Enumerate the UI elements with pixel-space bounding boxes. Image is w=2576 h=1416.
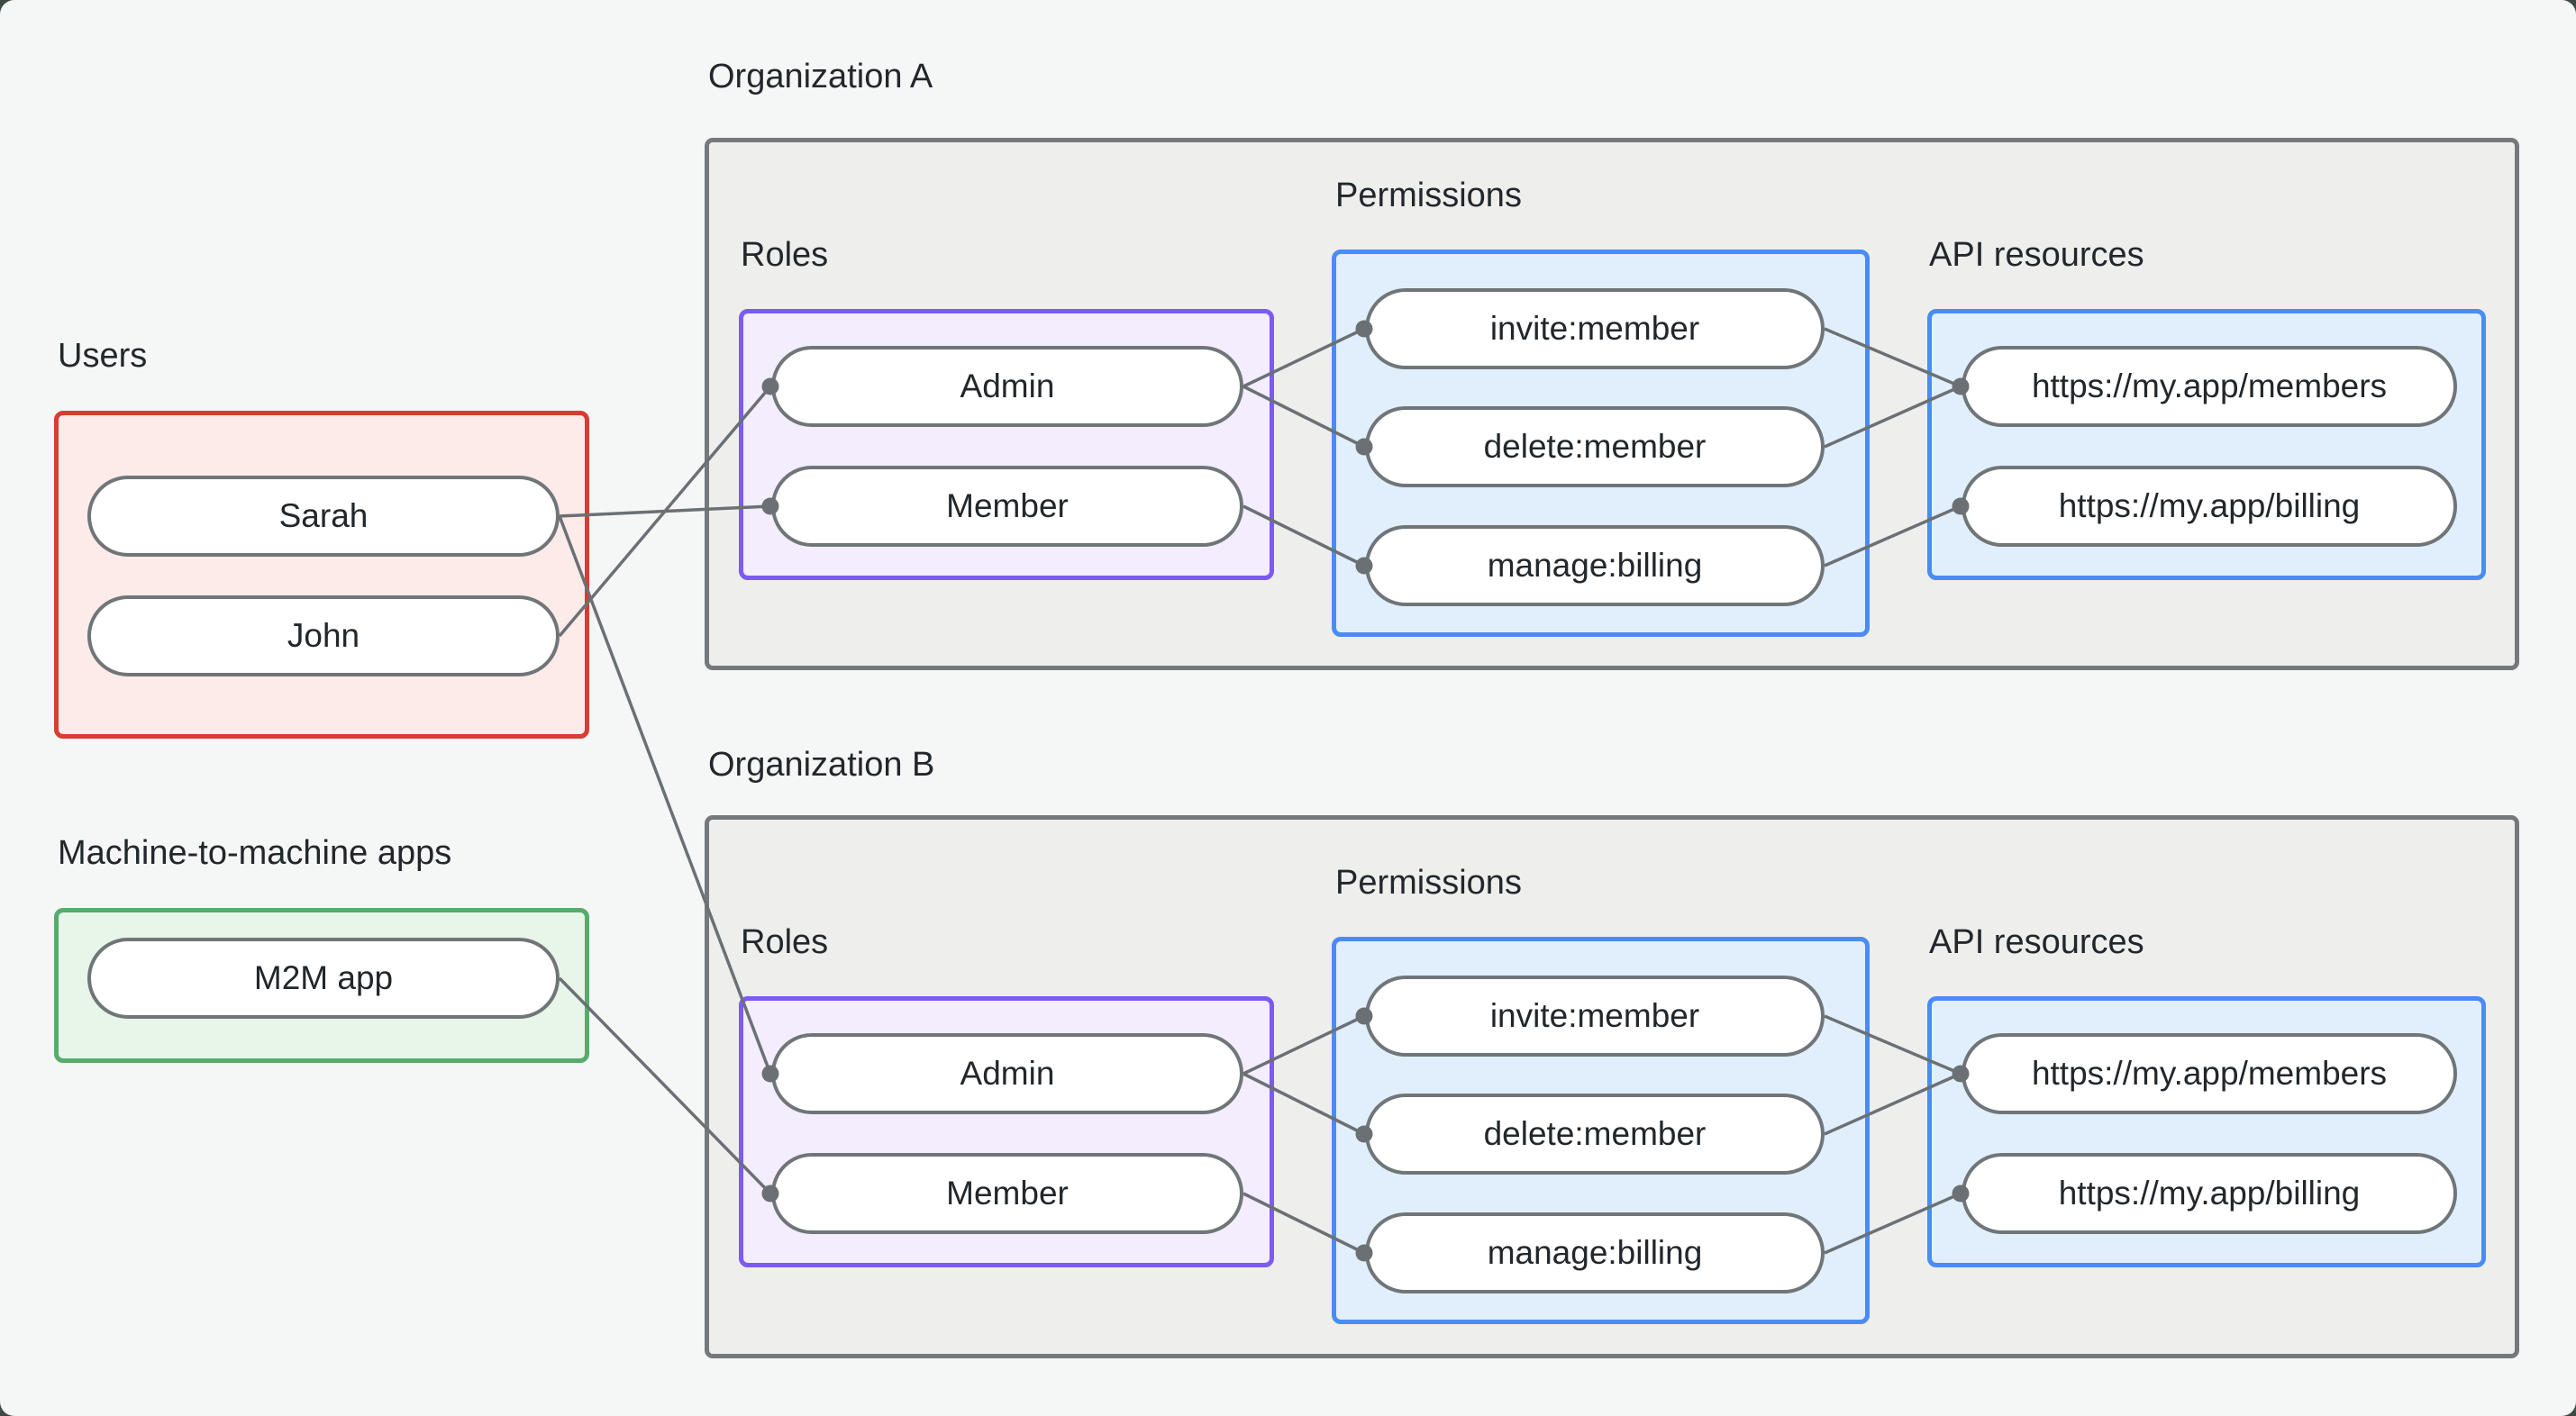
org-b-permission-manage-billing: manage:billing [1365,1212,1825,1293]
org-b-role-member-label: Member [946,1175,1069,1212]
org-a-role-admin-label: Admin [960,368,1055,404]
org-b-api-billing-label: https://my.app/billing [2058,1175,2361,1212]
org-a-permission-delete-member-label: delete:member [1483,428,1707,465]
users-group-label: Users [58,337,148,375]
org-a-role-member-label: Member [946,487,1069,524]
org-b-permission-invite-member-label: invite:member [1489,997,1700,1034]
org-a-api-members-label: https://my.app/members [2031,368,2388,404]
user-node-sarah-label: Sarah [278,497,369,534]
org-a-permissions-label: Permissions [1335,177,1522,214]
m2m-app-node-label: M2M app [253,959,394,996]
org-b-roles-label: Roles [741,923,829,961]
org-b-permission-delete-member: delete:member [1365,1094,1825,1175]
m2m-group-label: Machine-to-machine apps [58,834,452,872]
org-b-api-members: https://my.app/members [1962,1033,2457,1114]
org-a-api-billing-label: https://my.app/billing [2058,487,2361,524]
org-a-api-members: https://my.app/members [1962,346,2457,427]
org-a-permission-invite-member-label: invite:member [1489,310,1700,347]
org-b-api-resources-label: API resources [1929,923,2144,961]
org-b-role-admin: Admin [771,1033,1243,1114]
org-a-api-billing: https://my.app/billing [1962,466,2457,547]
org-b-permission-delete-member-label: delete:member [1483,1115,1707,1152]
users-group-box [54,411,589,739]
org-a-role-member: Member [771,466,1243,547]
org-b-role-member: Member [771,1153,1243,1234]
org-a-permission-invite-member: invite:member [1365,288,1825,369]
org-b-permission-invite-member: invite:member [1365,976,1825,1057]
m2m-app-node: M2M app [87,938,560,1019]
org-b-title: Organization B [708,746,935,784]
org-b-permissions-label: Permissions [1335,864,1522,902]
org-a-permission-manage-billing: manage:billing [1365,525,1825,606]
org-b-permission-manage-billing-label: manage:billing [1487,1234,1703,1271]
org-a-permission-manage-billing-label: manage:billing [1487,547,1703,584]
org-a-title: Organization A [708,58,933,95]
user-node-john-label: John [287,617,360,654]
org-a-roles-label: Roles [741,236,829,274]
user-node-john: John [87,595,560,676]
org-a-api-resources-label: API resources [1929,236,2144,274]
org-b-api-members-label: https://my.app/members [2031,1055,2388,1092]
user-node-sarah: Sarah [87,476,560,557]
org-b-api-billing: https://my.app/billing [1962,1153,2457,1234]
org-a-permission-delete-member: delete:member [1365,406,1825,487]
org-b-role-admin-label: Admin [960,1055,1055,1092]
org-a-role-admin: Admin [771,346,1243,427]
